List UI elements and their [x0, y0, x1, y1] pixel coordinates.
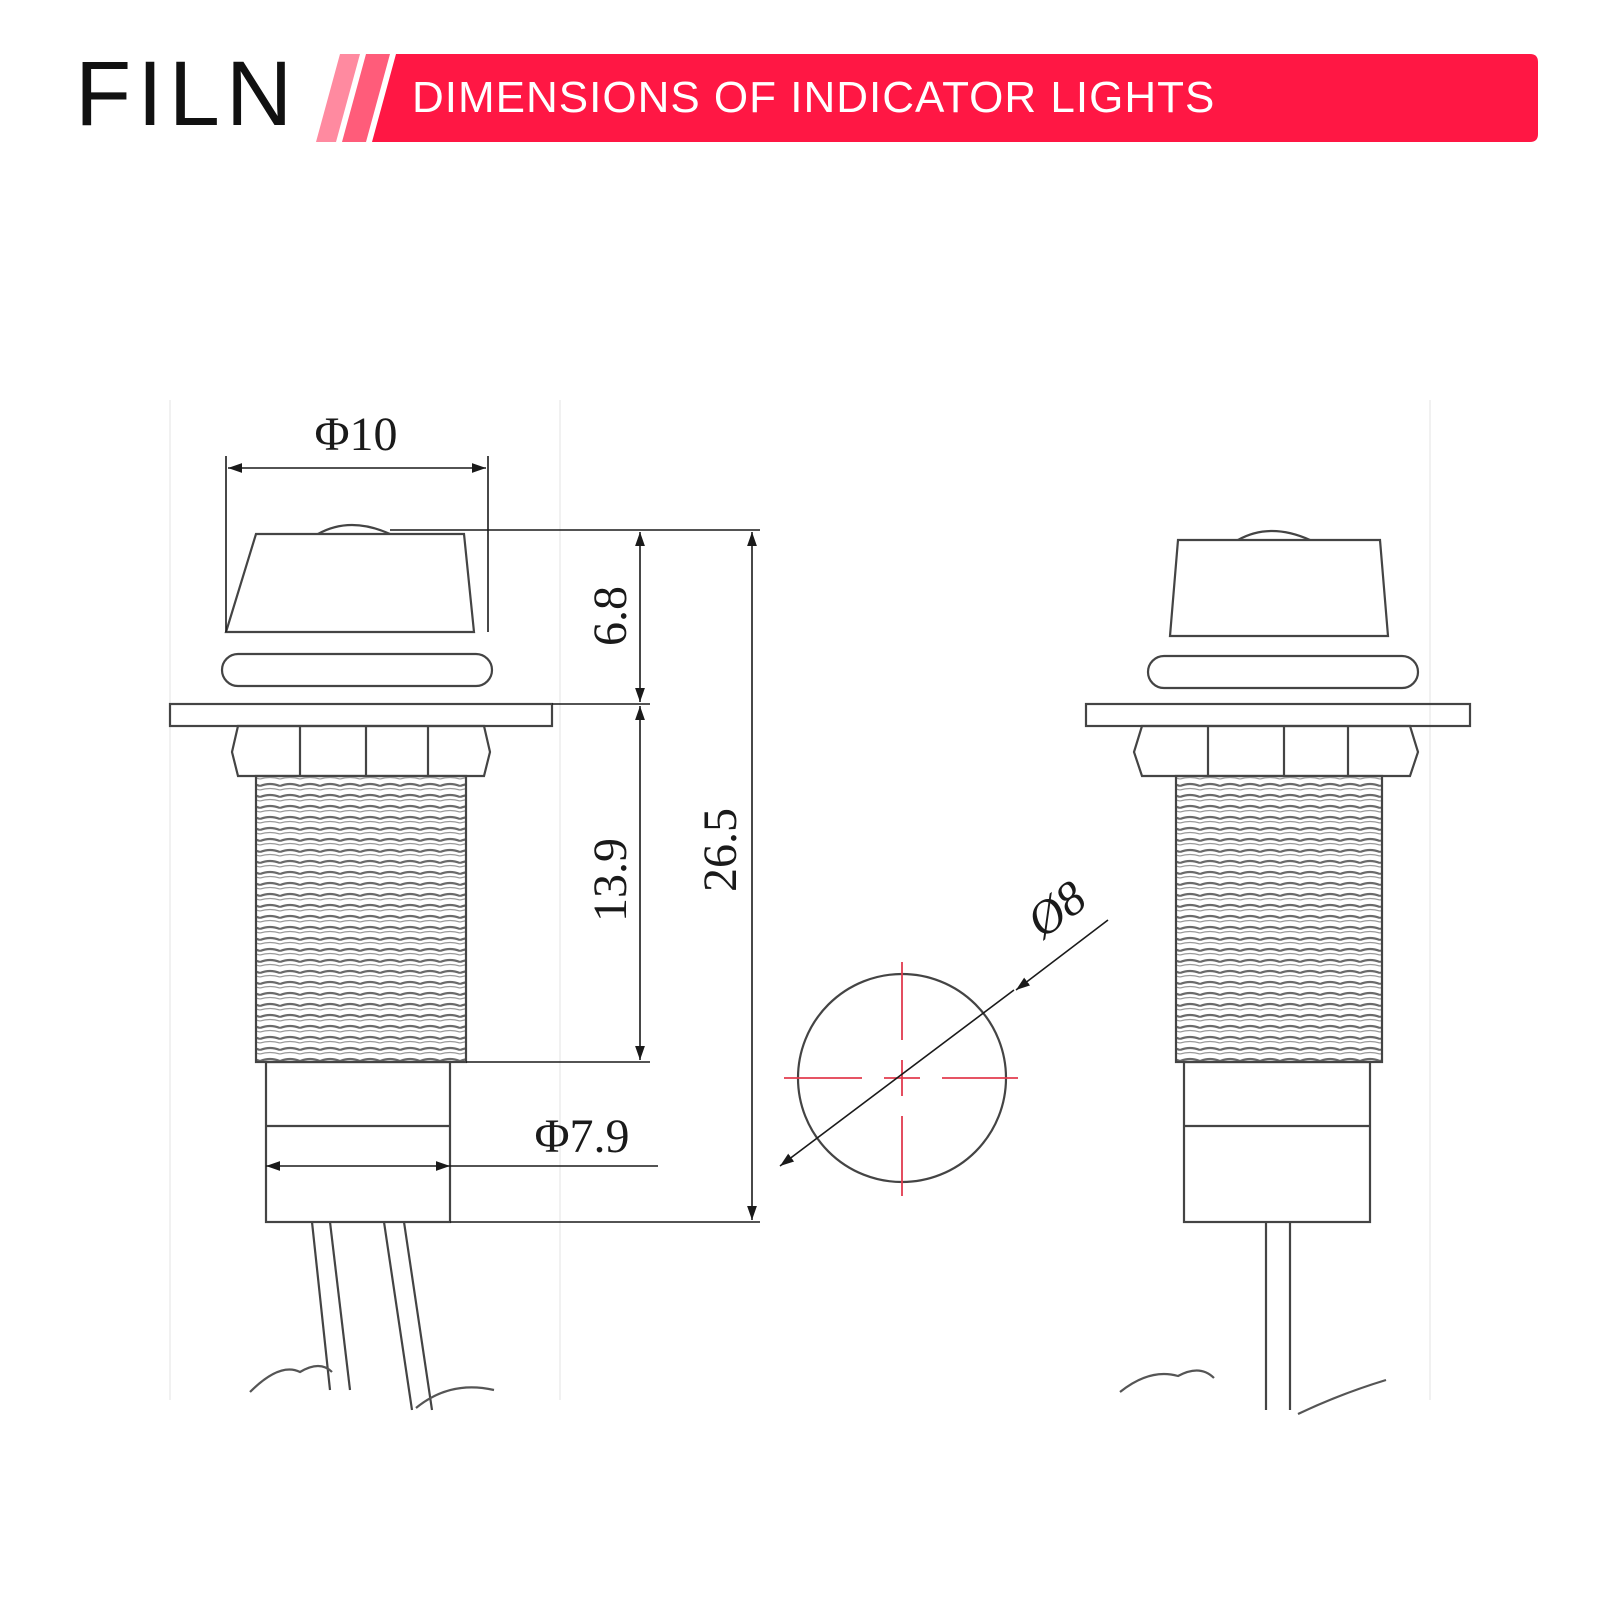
bezel-ring [220, 652, 494, 688]
lens-head-right [1168, 538, 1390, 638]
brand-logo: FILN [75, 43, 299, 145]
label-head-height: 6.8 [584, 586, 637, 646]
label-head-diameter: Φ10 [314, 408, 397, 461]
hex-nut-right [1132, 724, 1420, 778]
banner-shape [316, 54, 1538, 142]
label-base-diameter: Φ7.9 [534, 1110, 629, 1163]
dim-hole-diameter [779, 919, 1109, 1167]
lens-bump [317, 524, 391, 536]
label-thread-length: 13.9 [584, 838, 637, 922]
background-guides [169, 400, 1431, 1400]
panel-plate-right [1084, 702, 1472, 728]
dim-vertical-extensions [390, 529, 760, 1223]
panel-plate [168, 702, 554, 728]
base-sleeve-right [1182, 1060, 1372, 1224]
base-sleeve [264, 1060, 452, 1224]
banner-bar [372, 54, 1538, 142]
banner-stripe-mid [342, 54, 390, 142]
threaded-body-right [1174, 774, 1384, 1064]
indicator-left [168, 524, 554, 1411]
dim-head-diameter [225, 456, 489, 632]
lens-bump-right [1237, 530, 1311, 542]
hex-nut [230, 724, 492, 778]
banner-stripe-light [316, 54, 360, 142]
lens-head [224, 532, 476, 634]
threaded-body [254, 774, 468, 1064]
title-banner: DIMENSIONS OF INDICATOR LIGHTS [316, 54, 1538, 142]
bezel-ring-right [1146, 654, 1420, 690]
mounting-hole [779, 919, 1109, 1196]
wire-2 [382, 1221, 414, 1411]
hole-center-mark [784, 962, 1018, 1196]
wire-1 [310, 1221, 332, 1391]
label-total-length: 26.5 [694, 808, 747, 892]
indicator-right [1084, 530, 1472, 1415]
banner-title: DIMENSIONS OF INDICATOR LIGHTS [412, 73, 1216, 122]
